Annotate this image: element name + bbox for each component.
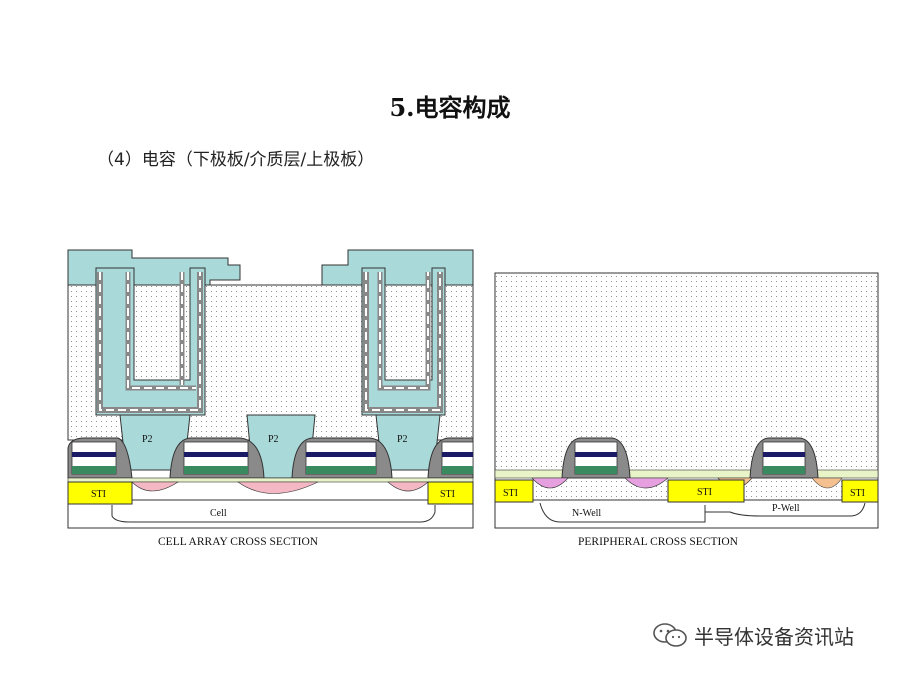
peripheral-panel: STI STI STI N-Well P-Well bbox=[494, 272, 879, 529]
cell-well-label: Cell bbox=[210, 508, 227, 519]
watermark-text: 半导体设备资讯站 bbox=[694, 624, 854, 649]
capacitor-right bbox=[361, 267, 446, 416]
sti-label-peri-right: STI bbox=[850, 488, 865, 499]
cell-gate-stacks bbox=[67, 437, 474, 479]
sti-label-cell-right: STI bbox=[440, 489, 455, 500]
watermark: 半导体设备资讯站 bbox=[652, 620, 854, 650]
capacitor-left bbox=[95, 267, 206, 416]
pwell-label: P-Well bbox=[772, 503, 800, 514]
page-subtitle: （4）电容（下极板/介质层/上极板） bbox=[97, 150, 375, 170]
p2-label-1: P2 bbox=[142, 434, 153, 445]
page-title: 5.电容构成 bbox=[389, 93, 511, 122]
cell-array-caption: CELL ARRAY CROSS SECTION bbox=[158, 536, 319, 548]
sti-label-cell-left: STI bbox=[91, 489, 106, 500]
sti-label-peri-mid: STI bbox=[697, 487, 712, 498]
wechat-icon bbox=[653, 623, 687, 647]
cell-array-panel: P2 P2 P2 bbox=[67, 249, 474, 529]
p2-label-3: P2 bbox=[397, 434, 408, 445]
peripheral-caption: PERIPHERAL CROSS SECTION bbox=[578, 536, 738, 548]
nwell-label: N-Well bbox=[572, 508, 601, 519]
p2-label-2: P2 bbox=[268, 434, 279, 445]
sti-label-peri-left: STI bbox=[503, 488, 518, 499]
